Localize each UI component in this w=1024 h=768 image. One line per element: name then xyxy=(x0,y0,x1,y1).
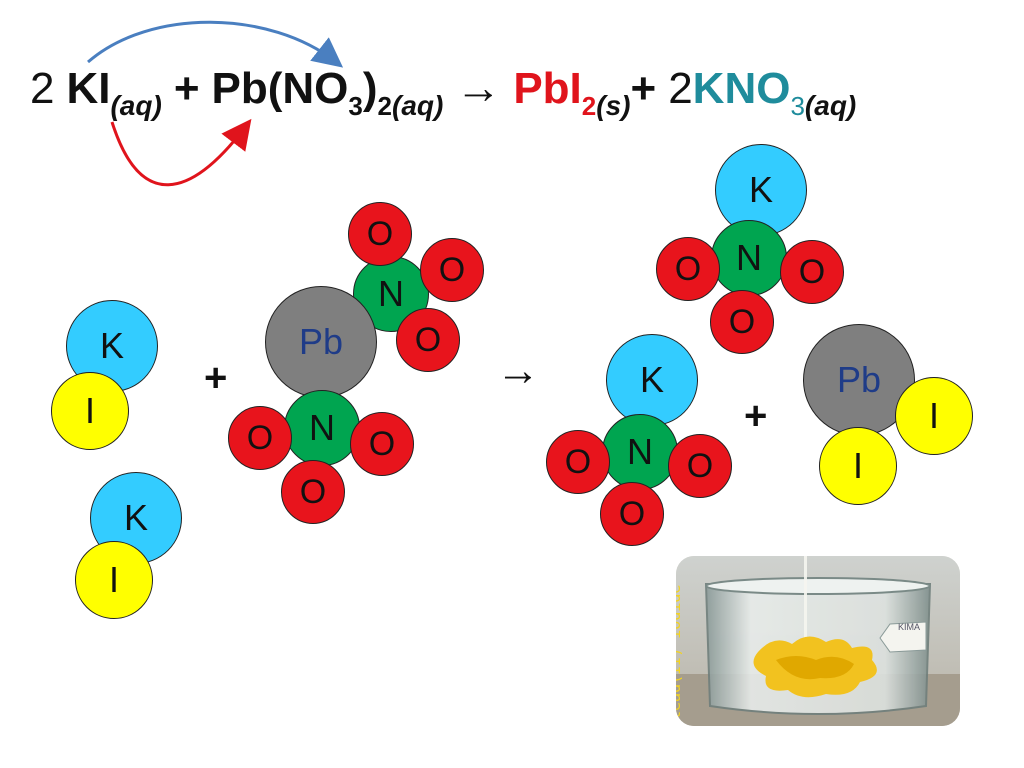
lead-atom: Pb xyxy=(265,286,377,398)
formula-lead-iodide: PbI xyxy=(513,64,582,113)
state-lead-iodide: (s) xyxy=(596,90,631,121)
potassium-atom: K xyxy=(66,300,158,392)
nitrogen-atom: N xyxy=(711,220,787,296)
oxygen-atom: O xyxy=(668,434,732,498)
oxygen-atom: O xyxy=(350,412,414,476)
formula-potassium-nitrate: KNO xyxy=(692,64,791,113)
plus-sign-2: + xyxy=(630,64,657,113)
oxygen-atom: O xyxy=(710,290,774,354)
coefficient-ki: 2 xyxy=(30,64,55,113)
state-kno3: (aq) xyxy=(804,90,857,121)
lead-atom: Pb xyxy=(803,324,915,436)
oxygen-atom: O xyxy=(656,237,720,301)
iodine-atom: I xyxy=(51,372,129,450)
yields-arrow: → xyxy=(455,61,502,113)
plus-operator-reactants: + xyxy=(204,356,228,400)
precipitate-photo: KIMA lead(II) iodide xyxy=(676,556,960,726)
oxygen-atom: O xyxy=(281,460,345,524)
oxygen-atom: O xyxy=(546,430,610,494)
subscript-lead-nitrate-2: 2 xyxy=(377,91,392,121)
reaction-arrow: → xyxy=(496,346,540,395)
subscript-kno3-3: 3 xyxy=(790,91,805,121)
nitrogen-atom: N xyxy=(602,414,678,490)
oxygen-atom: O xyxy=(348,202,412,266)
potassium-atom: K xyxy=(715,144,807,236)
oxygen-atom: O xyxy=(780,240,844,304)
formula-lead-nitrate: Pb(NO xyxy=(211,64,349,113)
photo-caption: lead(II) iodide xyxy=(676,584,684,720)
coefficient-kno3: 2 xyxy=(668,64,693,113)
state-lead-nitrate: (aq) xyxy=(392,90,444,121)
oxygen-atom: O xyxy=(396,308,460,372)
subscript-nitrate-3: 3 xyxy=(348,91,363,121)
potassium-atom: K xyxy=(606,334,698,426)
iodine-atom: I xyxy=(819,427,897,505)
plus-sign-1: + xyxy=(173,64,200,113)
beaker-brand-text: KIMA xyxy=(898,622,920,632)
oxygen-atom: O xyxy=(600,482,664,546)
nitrogen-atom: N xyxy=(284,390,360,466)
oxygen-atom: O xyxy=(228,406,292,470)
formula-ki: KI xyxy=(66,64,111,113)
oxygen-atom: O xyxy=(420,238,484,302)
closing-paren: ) xyxy=(362,64,378,113)
iodine-atom: I xyxy=(75,541,153,619)
iodine-atom: I xyxy=(895,377,973,455)
subscript-iodide-2: 2 xyxy=(581,91,597,121)
beaker-illustration: KIMA xyxy=(676,556,960,726)
plus-operator-products: + xyxy=(744,394,768,438)
state-ki: (aq) xyxy=(110,90,162,121)
